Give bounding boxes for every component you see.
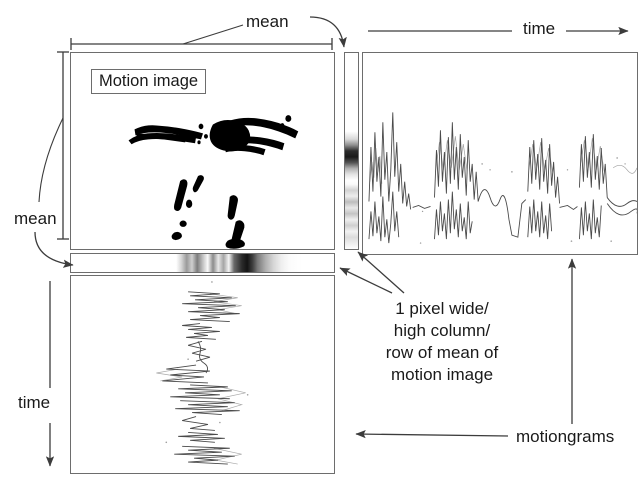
motiongram-horizontal-panel xyxy=(362,52,640,255)
pixel-note-line-3: row of mean of xyxy=(385,343,499,363)
mean-top-arrow xyxy=(309,16,347,48)
pixel-note-arrow-row xyxy=(339,267,393,294)
motiongrams-arrow-left xyxy=(355,429,509,439)
motion-image-title-box: Motion image xyxy=(91,69,207,95)
mean-row-strip xyxy=(70,253,335,273)
mean-left-arrow xyxy=(34,231,74,268)
motiongram-horizontal-trace xyxy=(368,112,640,244)
pixel-note-arrow-column xyxy=(357,251,405,294)
label-motiongrams: motiongrams xyxy=(516,427,615,446)
motion-image-silhouette xyxy=(128,115,299,249)
motiongram-vertical-panel xyxy=(70,275,335,474)
mean-column-strip xyxy=(344,52,359,250)
pixel-note-line-4: motion image xyxy=(390,365,494,385)
mean-top-leader xyxy=(182,24,244,45)
motiongram-vertical-trace xyxy=(156,281,249,465)
label-mean-left: mean xyxy=(14,209,57,228)
label-time-left: time xyxy=(14,393,55,414)
pixel-note-line-2: high column/ xyxy=(393,321,491,341)
label-time-top: time xyxy=(517,19,562,40)
label-mean-top: mean xyxy=(246,12,289,31)
motion-image-panel: Motion image xyxy=(70,52,335,250)
mean-left-leader xyxy=(38,117,64,203)
pixel-note: 1 pixel wide/ high column/ row of mean o… xyxy=(366,298,518,386)
pixel-note-line-1: 1 pixel wide/ xyxy=(395,299,489,318)
